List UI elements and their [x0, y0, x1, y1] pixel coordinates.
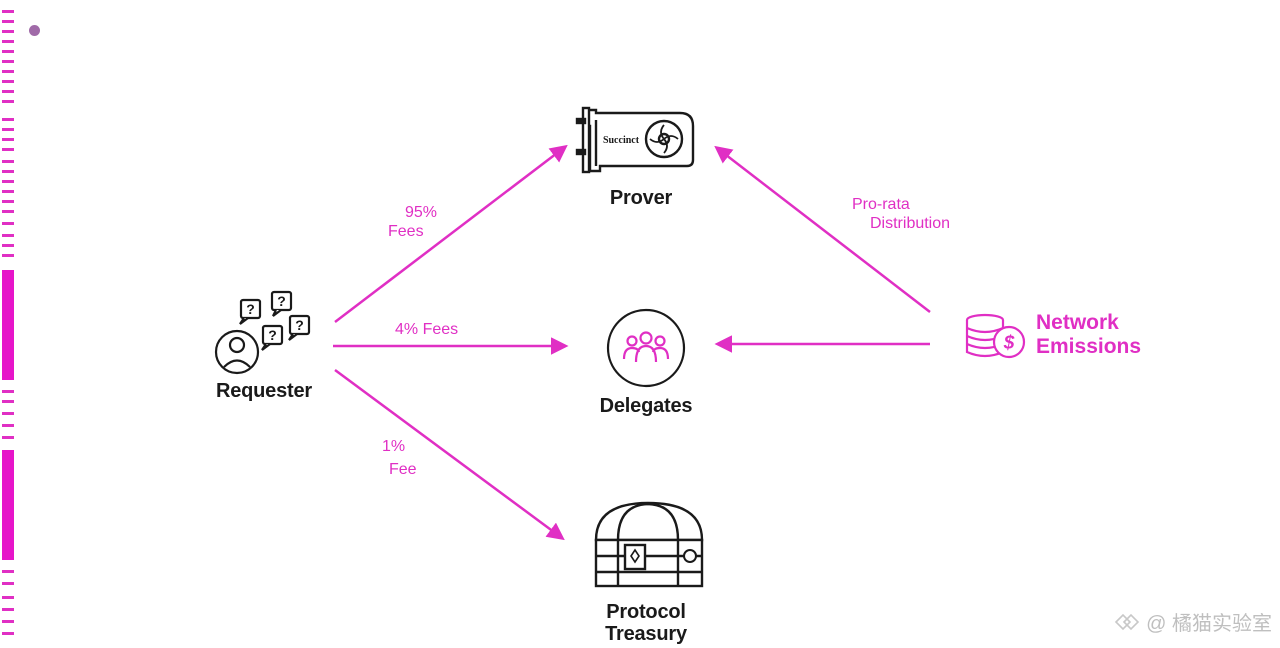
emissions-label-line1: Network	[1036, 311, 1119, 334]
scroll-thumb[interactable]	[2, 270, 14, 380]
edge-label-prorata-line1: Pro-rata	[852, 196, 910, 213]
emissions-label-line2: Emissions	[1036, 335, 1142, 358]
requester-icon	[214, 290, 311, 375]
prover-label: Prover	[609, 187, 673, 209]
edge-label-delegates-fees: 4% Fees	[395, 321, 459, 338]
watermark-logo-icon	[1115, 613, 1140, 630]
edge-label-treasury-fee: 1% Fee	[382, 437, 442, 479]
treasury-label-line1: Protocol	[606, 601, 686, 623]
edge-label-treasury-fee-line1: 1%	[382, 438, 406, 455]
watermark-text: @ 橘猫实验室	[1146, 613, 1272, 635]
arrow-requester-to-treasury	[334, 368, 565, 541]
emissions-label: Network Emissions	[1036, 311, 1141, 359]
edge-label-prover-fees-line1: 95%	[405, 204, 438, 221]
coin-stack-icon: $	[965, 313, 1026, 359]
edge-label-prorata: Pro-rata Distribution	[852, 195, 982, 233]
question-mark-4: ?	[295, 317, 304, 333]
scroll-thumb-2[interactable]	[2, 450, 14, 560]
edge-label-prorata-line2: Distribution	[870, 215, 951, 232]
arrow-emissions-to-prover	[714, 145, 931, 313]
treasury-label-line2: Treasury	[605, 623, 687, 645]
question-mark-3: ?	[268, 327, 277, 343]
gpu-card-icon	[575, 106, 695, 174]
people-group-icon	[606, 308, 686, 388]
edge-label-prover-fees: 95% Fees	[388, 203, 448, 241]
watermark: @ 橘猫实验室	[1114, 607, 1272, 636]
question-mark-1: ?	[246, 301, 255, 317]
delegates-label: Delegates	[599, 395, 693, 417]
arrow-requester-to-prover	[334, 144, 568, 323]
treasure-chest-icon	[594, 501, 704, 588]
edge-label-prover-fees-line2: Fees	[388, 223, 424, 240]
treasury-label: Protocol Treasury	[578, 601, 714, 645]
edge-label-treasury-fee-line2: Fee	[389, 461, 417, 478]
gpu-card-brand: Succinct	[603, 135, 640, 146]
requester-label: Requester	[215, 380, 312, 402]
cursor-dot	[29, 25, 40, 36]
question-mark-2: ?	[277, 293, 286, 309]
left-scroll-markers	[0, 0, 20, 648]
svg-text:$: $	[1003, 333, 1015, 354]
